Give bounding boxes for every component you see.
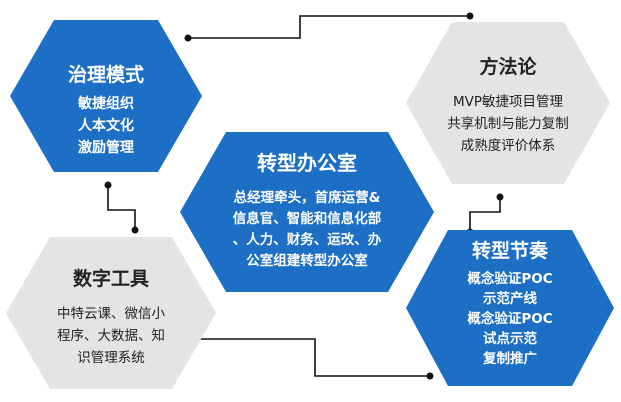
center-block: 转型办公室 总经理牵头，首席运营& 信息官、智能和信息化部 、人力、财务、运改、… <box>180 147 434 272</box>
center-title: 转型办公室 <box>257 151 357 175</box>
governance-line: 激励管理 <box>78 140 134 156</box>
methodology-block: 方法论 MVP敏捷项目管理 共享机制与能力复制 成熟度评价体系 <box>406 52 610 157</box>
center-lines: 总经理牵头，首席运营& 信息官、智能和信息化部 、人力、财务、运改、办 公室组建… <box>180 188 434 272</box>
connector-lines <box>107 15 501 377</box>
connector-dot <box>104 181 112 189</box>
hexagon-rhythm <box>406 230 614 386</box>
methodology-title: 方法论 <box>479 56 537 78</box>
rhythm-line: 概念验证POC <box>467 311 553 327</box>
center-line: 总经理牵头，首席运营& <box>233 190 381 206</box>
connector-dot <box>496 193 504 201</box>
connector-methodology-rhythm <box>469 197 501 232</box>
center-line: 、人力、财务、运改、办 <box>232 232 382 248</box>
governance-title: 治理模式 <box>67 64 144 86</box>
rhythm-line: 试点示范 <box>483 331 537 347</box>
hexagon-center <box>180 132 434 292</box>
hexagon-methodology <box>406 22 610 184</box>
rhythm-title: 转型节奏 <box>471 240 548 262</box>
connector-dot <box>466 12 474 20</box>
governance-line: 敏捷组织 <box>78 96 134 112</box>
connector-dot <box>131 226 139 234</box>
hexagon-digital-tools <box>6 237 216 389</box>
rhythm-line: 概念验证POC <box>467 271 553 287</box>
rhythm-line: 示范产线 <box>483 291 537 307</box>
rhythm-block: 转型节奏 概念验证POC 示范产线 概念验证POC 试点示范 复制推广 <box>406 236 614 369</box>
governance-line: 人本文化 <box>78 118 134 134</box>
center-line: 公室组建转型办公室 <box>246 253 368 269</box>
connector-digital-rhythm <box>190 338 430 377</box>
methodology-line: 共享机制与能力复制 <box>447 116 569 132</box>
connector-governance-methodology <box>188 15 470 39</box>
methodology-lines: MVP敏捷项目管理 共享机制与能力复制 成熟度评价体系 <box>406 91 610 157</box>
digital-tools-line: 程序、大数据、知 <box>57 328 165 344</box>
digital-tools-line: 识管理系统 <box>77 350 145 366</box>
connector-dot <box>184 34 192 42</box>
rhythm-lines: 概念验证POC 示范产线 概念验证POC 试点示范 复制推广 <box>406 269 614 369</box>
methodology-line: MVP敏捷项目管理 <box>452 94 564 110</box>
connector-governance-digital <box>107 185 136 230</box>
connector-dot <box>426 372 434 380</box>
digital-tools-title: 数字工具 <box>72 268 149 290</box>
center-line: 信息官、智能和信息化部 <box>232 211 382 227</box>
hexagon-governance <box>10 20 202 172</box>
digital-tools-line: 中特云课、微信小 <box>57 306 165 322</box>
methodology-line: 成熟度评价体系 <box>460 138 556 154</box>
rhythm-line: 复制推广 <box>483 351 537 367</box>
digital-tools-block: 数字工具 中特云课、微信小 程序、大数据、知 识管理系统 <box>6 264 216 369</box>
digital-tools-lines: 中特云课、微信小 程序、大数据、知 识管理系统 <box>6 303 216 369</box>
governance-lines: 敏捷组织 人本文化 激励管理 <box>10 93 202 159</box>
governance-block: 治理模式 敏捷组织 人本文化 激励管理 <box>10 60 202 159</box>
